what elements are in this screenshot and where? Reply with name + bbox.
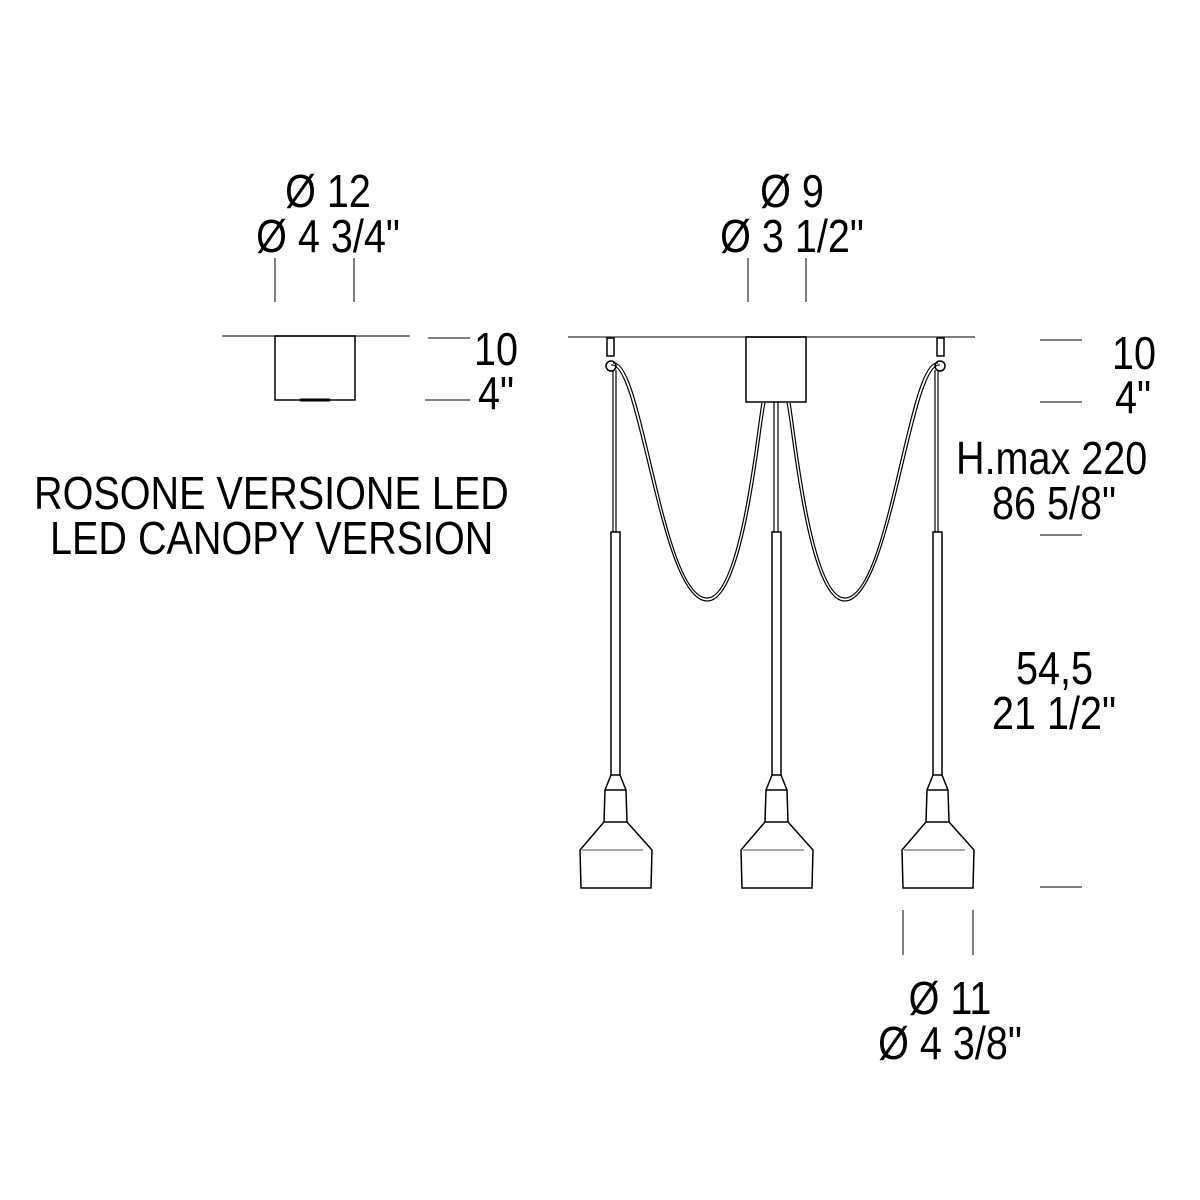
pendant-length-in: 21 1/2" <box>992 687 1117 739</box>
pendants <box>579 531 975 889</box>
right-canopy-height-in: 4" <box>1115 371 1152 423</box>
shade-diameter-in: Ø 4 3/8" <box>878 1017 1022 1069</box>
cables <box>610 362 941 602</box>
shade-diameter-cm: Ø 11 <box>908 972 992 1024</box>
left-canopy-diameter-in: Ø 4 3/4" <box>256 210 400 262</box>
version-label-en: LED CANOPY VERSION <box>50 512 494 564</box>
hmax-cm: H.max 220 <box>956 432 1148 484</box>
left-canopy <box>222 335 410 402</box>
right-canopy-height-cm: 10 <box>1112 327 1157 379</box>
left-canopy-height-in: 4" <box>478 367 515 419</box>
left-canopy-diameter-cm: Ø 12 <box>285 165 371 217</box>
pendant-length-cm: 54,5 <box>1016 642 1093 694</box>
center-box-diameter-cm: Ø 9 <box>760 165 824 217</box>
center-box-diameter-in: Ø 3 1/2" <box>720 210 864 262</box>
hmax-in: 86 5/8" <box>992 477 1117 529</box>
dimension-lines <box>274 258 1082 955</box>
left-canopy-height-cm: 10 <box>474 323 519 375</box>
version-label-it: ROSONE VERSIONE LED <box>34 467 509 519</box>
